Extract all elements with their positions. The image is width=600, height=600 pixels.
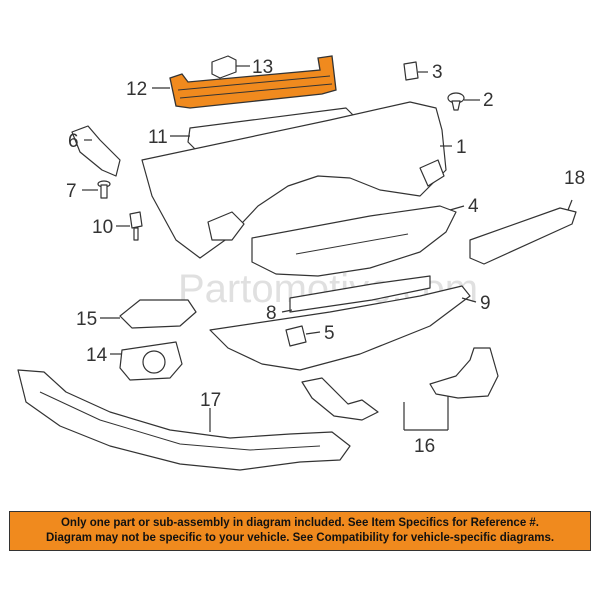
part-9-skid-plate bbox=[209, 285, 471, 371]
callout-11: 11 bbox=[148, 127, 168, 148]
part-16-bracket-right bbox=[429, 347, 499, 399]
callout-5: 5 bbox=[324, 323, 335, 344]
part-16-bracket-left bbox=[301, 377, 379, 421]
part-13-bracket bbox=[211, 55, 237, 79]
leader-lines bbox=[82, 65, 573, 432]
callout-1: 1 bbox=[456, 137, 467, 158]
callout-7: 7 bbox=[66, 181, 77, 202]
part-2-push-pin bbox=[447, 92, 465, 111]
part-14-fog-lamp bbox=[119, 341, 183, 381]
part-18-grille bbox=[469, 207, 577, 265]
part-3-clip bbox=[403, 61, 419, 81]
callout-10: 10 bbox=[92, 217, 113, 238]
callout-4: 4 bbox=[468, 196, 479, 217]
callout-13: 13 bbox=[252, 57, 273, 78]
disclaimer-line-2: Diagram may not be specific to your vehi… bbox=[45, 532, 555, 544]
callout-6: 6 bbox=[68, 131, 79, 152]
callout-17: 17 bbox=[200, 390, 221, 411]
part-10-stud bbox=[129, 211, 143, 241]
callout-2: 2 bbox=[483, 90, 494, 111]
callout-16: 16 bbox=[414, 436, 435, 457]
part-7-bolt bbox=[97, 180, 111, 199]
part-17-lower-support bbox=[17, 369, 351, 471]
part-4-lower-valance bbox=[251, 205, 457, 277]
part-12-reinforcement-bar bbox=[169, 55, 337, 109]
part-6-side-bracket bbox=[71, 125, 121, 177]
callout-15: 15 bbox=[76, 309, 97, 330]
disclaimer-banner: Only one part or sub-assembly in diagram… bbox=[9, 511, 591, 551]
callout-9: 9 bbox=[480, 293, 491, 314]
part-1-bumper-cover bbox=[141, 101, 447, 259]
part-8-trim bbox=[289, 275, 431, 313]
callout-14: 14 bbox=[86, 345, 108, 366]
callout-3: 3 bbox=[432, 62, 443, 83]
part-15-fog-bezel bbox=[119, 299, 197, 329]
callout-8: 8 bbox=[266, 303, 277, 324]
callout-18: 18 bbox=[564, 168, 585, 189]
part-5-bracket bbox=[285, 325, 307, 347]
disclaimer-line-1: Only one part or sub-assembly in diagram… bbox=[60, 517, 540, 529]
callout-12: 12 bbox=[126, 79, 147, 100]
